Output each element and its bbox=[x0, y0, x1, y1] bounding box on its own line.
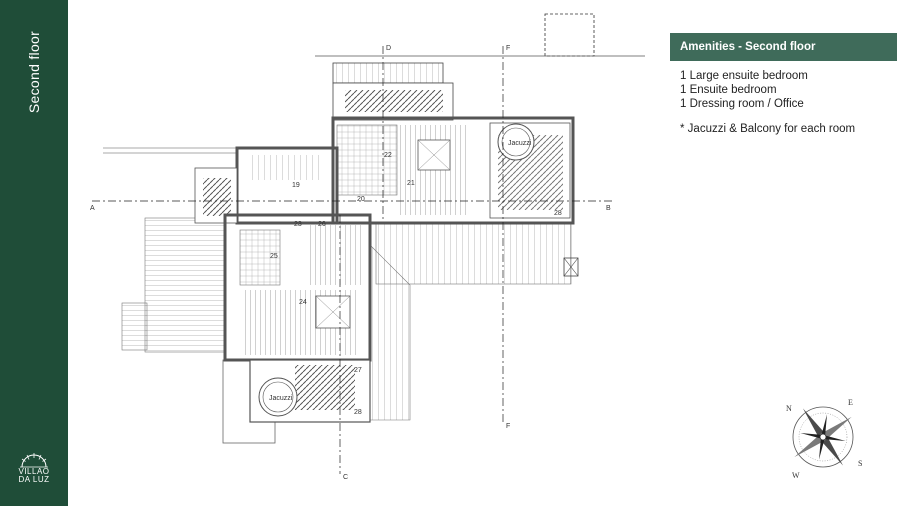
room-number-26: 26 bbox=[318, 221, 326, 228]
room-number-21: 21 bbox=[407, 180, 415, 187]
sidebar: Second floor VILLAO DA LUZ bbox=[0, 0, 68, 506]
amenities-title: Amenities - Second floor bbox=[670, 33, 897, 61]
compass-letter-w: W bbox=[792, 471, 800, 480]
room-number-22: 22 bbox=[384, 152, 392, 159]
section-mark-b: B bbox=[606, 205, 611, 212]
room-number-27: 27 bbox=[354, 367, 362, 374]
amenity-item: 1 Ensuite bedroom bbox=[680, 84, 777, 96]
page-title: Second floor bbox=[26, 30, 42, 114]
floor-plan-drawing: Jacuzzi Jacuzzi A B C D F F 19 20 21 22 … bbox=[90, 13, 645, 481]
room-number-24: 24 bbox=[299, 299, 307, 306]
villao-da-luz-logo: VILLAO DA LUZ bbox=[10, 452, 58, 496]
room-number-25: 25 bbox=[270, 253, 278, 260]
sunrise-icon bbox=[20, 453, 48, 468]
logo-text-line-1: VILLAO bbox=[18, 467, 50, 476]
section-mark-f-bottom: F bbox=[506, 423, 510, 430]
amenities-panel: Amenities - Second floor 1 Large ensuite… bbox=[670, 33, 897, 135]
room-number-28-b: 28 bbox=[354, 409, 362, 416]
compass-rose-icon: N E S W bbox=[786, 398, 862, 480]
amenities-list: 1 Large ensuite bedroom 1 Ensuite bedroo… bbox=[670, 69, 897, 111]
section-mark-d: D bbox=[386, 45, 391, 52]
compass-letter-s: S bbox=[858, 459, 862, 468]
jacuzzi-label-2: Jacuzzi bbox=[269, 395, 293, 402]
room-number-28-a: 28 bbox=[554, 210, 562, 217]
amenity-item: 1 Large ensuite bedroom bbox=[680, 70, 808, 82]
amenities-note: * Jacuzzi & Balcony for each room bbox=[680, 123, 856, 135]
section-mark-c: C bbox=[343, 474, 348, 481]
section-mark-a: A bbox=[90, 205, 95, 212]
room-number-20: 20 bbox=[357, 196, 365, 203]
room-number-23: 23 bbox=[294, 221, 302, 228]
compass-letter-n: N bbox=[786, 404, 792, 413]
section-mark-f-top: F bbox=[506, 45, 510, 52]
jacuzzi-label-1: Jacuzzi bbox=[508, 140, 532, 147]
amenity-item: 1 Dressing room / Office bbox=[680, 98, 804, 110]
compass-letter-e: E bbox=[848, 398, 853, 407]
logo-text-line-2: DA LUZ bbox=[18, 475, 50, 484]
room-number-19: 19 bbox=[292, 182, 300, 189]
